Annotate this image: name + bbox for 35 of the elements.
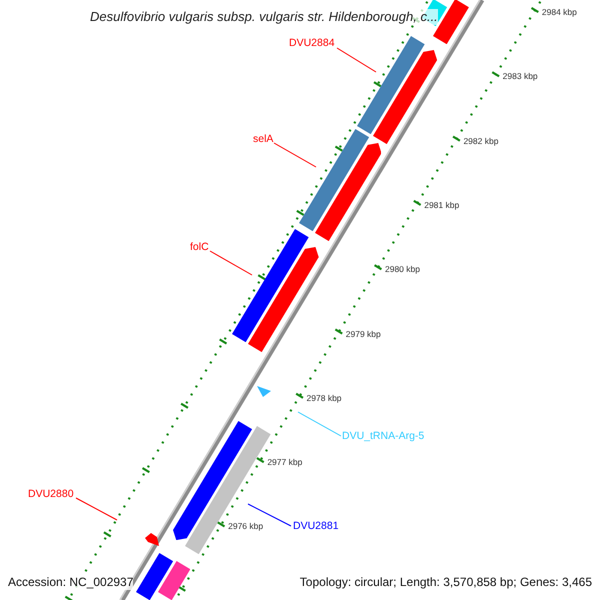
genome-title: Desulfovibrio vulgaris subsp. vulgaris str. Hildenborough, c... — [90, 9, 438, 25]
leader-line — [298, 412, 342, 436]
gene-feature — [145, 533, 159, 546]
leader-line — [248, 504, 292, 526]
gene-feature — [373, 50, 438, 144]
gene-feature — [136, 552, 173, 600]
gene-feature — [232, 228, 310, 342]
trna-feature — [257, 386, 271, 397]
tick-label: 2984 kbp — [542, 7, 577, 17]
tick-label: 2978 kbp — [306, 392, 342, 403]
gene-label: selA — [253, 133, 274, 145]
tick-label: 2979 kbp — [346, 328, 381, 338]
gene-feature — [158, 560, 190, 600]
gene-label: DVU2880 — [28, 488, 74, 500]
footer-info: Topology: circular; Length: 3,570,858 bp; Genes: 3,465 — [300, 575, 592, 590]
tick-label: 2983 kbp — [502, 71, 538, 82]
tick-label: 2981 kbp — [424, 200, 460, 210]
gene-label: folC — [190, 241, 209, 253]
gene-label: DVU2881 — [293, 520, 339, 532]
leader-line — [274, 142, 316, 168]
footer-info: Accession: NC_002937 — [8, 575, 134, 590]
leader-line — [336, 48, 376, 72]
gene-label: DVU_tRNA-Arg-5 — [342, 430, 424, 442]
gene-feature — [314, 143, 382, 242]
tick-label: 2976 kbp — [228, 521, 264, 532]
tick-label: 2982 kbp — [463, 136, 498, 146]
tick-label: 2980 kbp — [385, 264, 420, 274]
gene-feature — [248, 247, 320, 352]
leader-line — [210, 250, 252, 276]
leader-line — [76, 498, 118, 520]
gene-feature — [172, 420, 252, 540]
gene-label: DVU2884 — [289, 37, 335, 49]
gene-feature — [298, 128, 370, 232]
gene-feature — [357, 36, 425, 134]
tick-label: 2977 kbp — [267, 457, 302, 468]
